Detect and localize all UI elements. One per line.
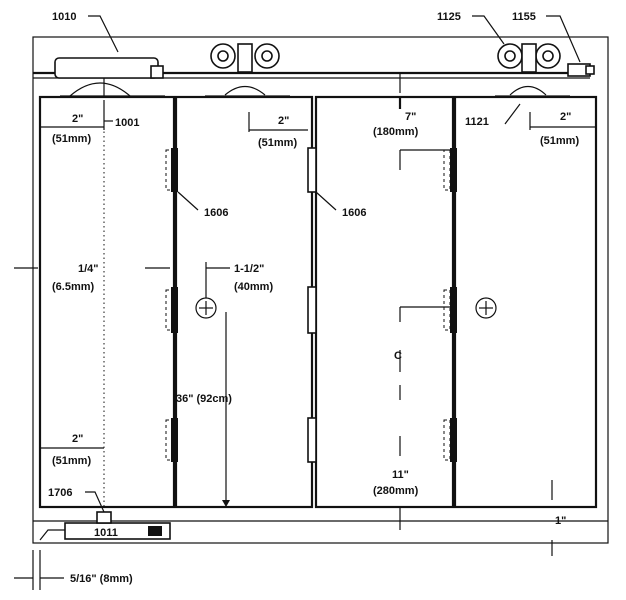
label-dim-40mm: (40mm) (234, 281, 273, 293)
label-dim-51mm-d: (51mm) (52, 455, 91, 467)
label-dim-2in-d: 2" (72, 433, 83, 445)
label-dim-1-5in: 1-1/2" (234, 263, 264, 275)
label-dim-280mm: (280mm) (373, 485, 419, 497)
knob-2 (475, 297, 497, 319)
label-dim-5-16in: 5/16" (8mm) (70, 573, 133, 585)
annotation-labels: 1010 1125 1155 2" (51mm) 1001 2" (51mm) … (48, 11, 579, 585)
label-part-1606-a: 1606 (204, 207, 228, 219)
label-dim-2in-c: 2" (560, 111, 571, 123)
roller-carrier-1 (205, 43, 290, 97)
knob-1 (195, 297, 217, 319)
dimension-lines (14, 15, 596, 590)
label-dim-7in: 7" (405, 111, 416, 123)
label-dim-51mm-a: (51mm) (52, 133, 91, 145)
pivot-bracket-1010 (54, 57, 165, 97)
label-part-1606-b: 1606 (342, 207, 366, 219)
label-part-1001: 1001 (115, 117, 139, 129)
bottom-pivot-1011 (39, 511, 171, 541)
label-dim-1in: 1" (555, 515, 566, 527)
label-dim-cl: C (394, 350, 402, 362)
label-dim-36in: 36" (92cm) (176, 393, 232, 405)
roller-carrier-2 (495, 43, 570, 97)
panel-4 (453, 95, 598, 509)
label-dim-180mm: (180mm) (373, 126, 419, 138)
label-part-1121: 1121 (465, 116, 489, 128)
panel-2 (174, 95, 314, 509)
track-stop-1155 (567, 63, 595, 77)
label-dim-2in-a: 2" (72, 113, 83, 125)
hinges (165, 147, 457, 463)
door-panels (38, 95, 598, 509)
panel-3 (314, 95, 455, 509)
label-dim-11in: 11" (392, 469, 409, 481)
label-part-1011: 1011 (94, 527, 118, 539)
frame (32, 36, 609, 544)
label-dim-6-5mm: (6.5mm) (52, 281, 95, 293)
label-dim-51mm-b: (51mm) (258, 137, 297, 149)
label-dim-quarter-in: 1/4" (78, 263, 99, 275)
label-part-1155: 1155 (512, 11, 536, 23)
label-dim-2in-b: 2" (278, 115, 289, 127)
label-dim-51mm-c: (51mm) (540, 135, 579, 147)
label-part-1706: 1706 (48, 487, 72, 499)
label-part-1125: 1125 (437, 11, 461, 23)
panel-1 (38, 95, 176, 509)
label-part-1010: 1010 (52, 11, 76, 23)
